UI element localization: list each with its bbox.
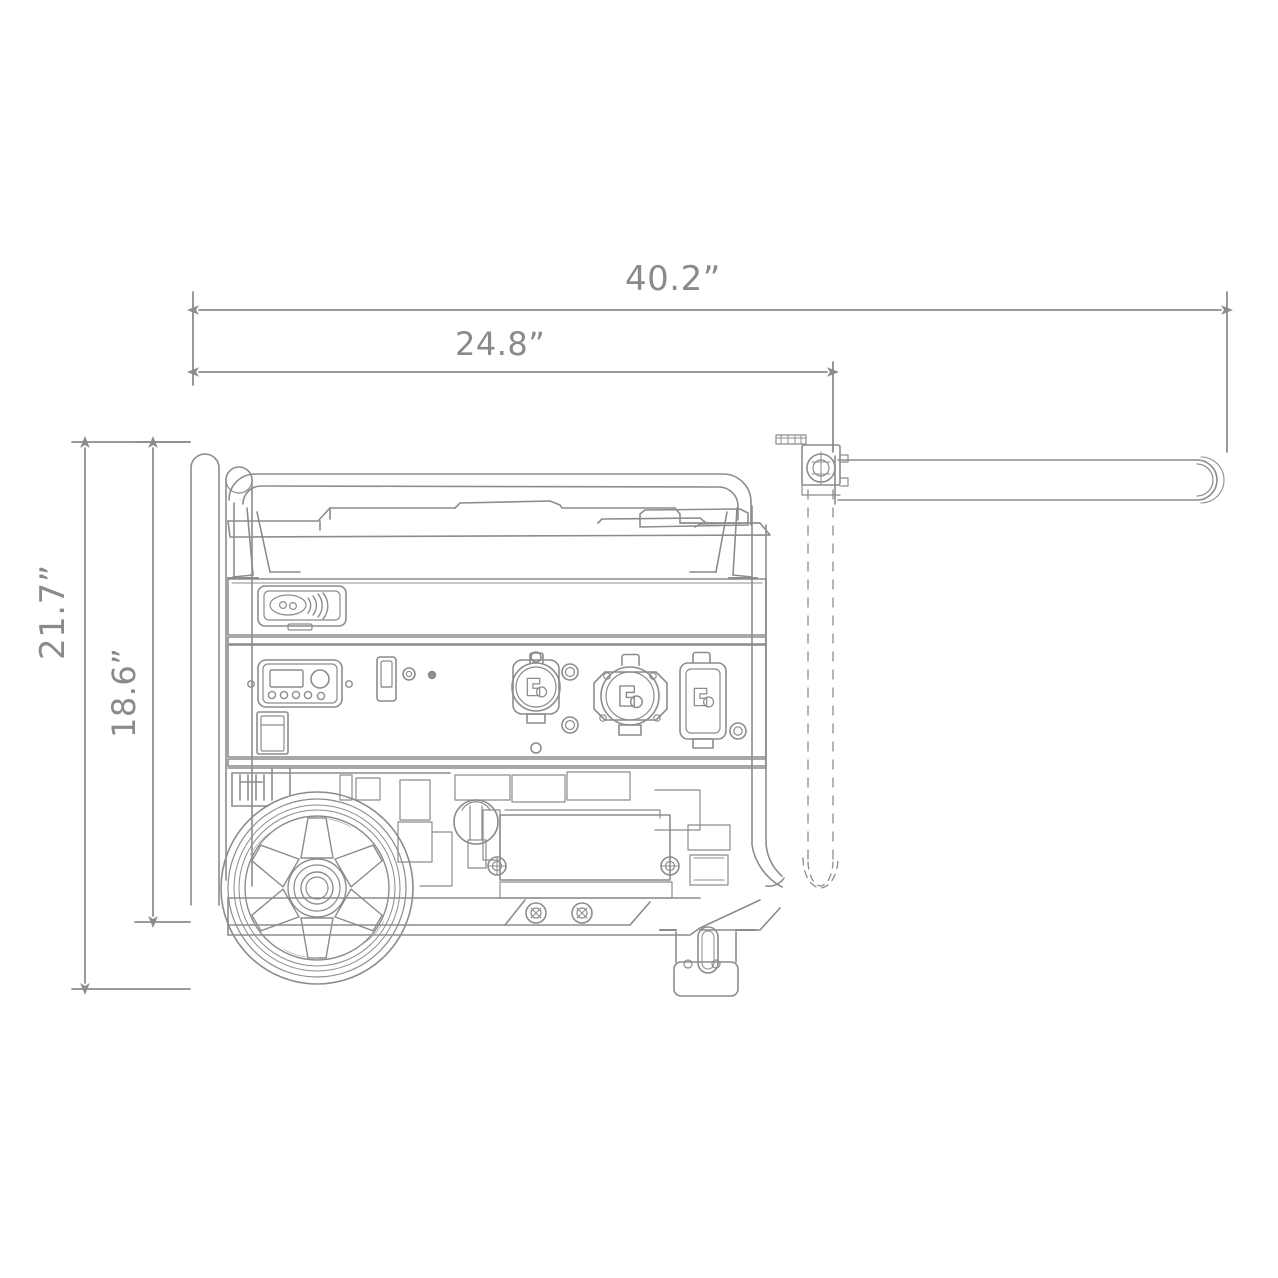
support-foot	[659, 926, 757, 997]
handle-stowed-end	[802, 857, 839, 889]
frame-rail	[227, 897, 781, 936]
duplex-outlet	[679, 651, 727, 749]
folding-tow-handle	[834, 455, 1225, 505]
circuit-breaker-switch	[256, 711, 289, 755]
twist-lock-outlet-large	[593, 653, 668, 736]
remote-start-receiver	[257, 585, 347, 631]
ground-lug	[729, 722, 747, 740]
dimension-label-body-length: 24.8”	[455, 325, 546, 363]
handle-pivot-bracket	[801, 444, 849, 496]
handle-stowed-hidden-lines	[807, 489, 834, 863]
engine-switch	[376, 656, 397, 702]
indicator-lamp	[402, 667, 416, 681]
digital-hour-meter	[247, 659, 353, 708]
dimension-body-length	[187, 361, 839, 453]
dimension-label-body-height: 18.6”	[105, 647, 143, 738]
screw-hole-upper	[561, 663, 579, 681]
engine-block	[454, 771, 731, 899]
front-frame-leg	[190, 453, 253, 906]
dimension-body-height	[134, 436, 191, 928]
rear-frame-leg	[751, 524, 785, 888]
muffler	[397, 779, 499, 887]
dimension-label-overall-length: 40.2”	[625, 259, 721, 299]
twist-lock-outlet-small	[511, 651, 561, 754]
screw-hole-lower	[561, 716, 579, 734]
mounting-bolts	[487, 856, 680, 924]
dimension-label-overall-height: 21.7”	[33, 564, 73, 660]
handle-mount-cap	[775, 434, 807, 445]
fuel-tank	[227, 500, 771, 538]
engine-bay	[227, 767, 767, 807]
transport-wheel	[220, 791, 414, 985]
indicator-dot	[427, 670, 437, 680]
top-lift-bar	[227, 473, 758, 579]
